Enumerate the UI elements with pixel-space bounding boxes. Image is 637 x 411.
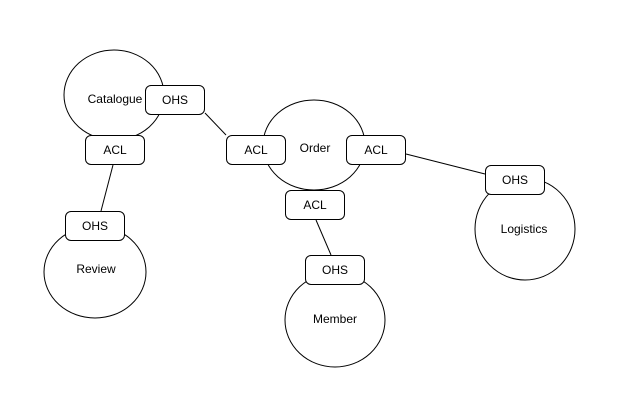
port-label: ACL [244, 143, 268, 157]
connector-catalogueohs-orderacl [204, 112, 227, 136]
port-member-ohs: OHS [305, 255, 365, 285]
port-order-acl-right: ACL [346, 135, 406, 165]
port-label: OHS [161, 93, 188, 107]
connector-orderacl-logisticsohs [405, 153, 486, 175]
port-catalogue-acl: ACL [85, 135, 145, 165]
port-label: OHS [321, 263, 348, 277]
context-label-member: Member [312, 312, 358, 326]
port-catalogue-ohs: OHS [145, 85, 205, 115]
port-label: ACL [103, 143, 127, 157]
port-order-acl-left: ACL [226, 135, 286, 165]
port-order-acl-bottom: ACL [285, 190, 345, 220]
port-label: OHS [501, 173, 528, 187]
context-label-catalogue: Catalogue [87, 92, 143, 106]
context-label-logistics: Logistics [500, 222, 548, 236]
context-label-order: Order [299, 141, 331, 155]
port-label: ACL [364, 143, 388, 157]
port-review-ohs: OHS [65, 211, 125, 241]
connector-orderacl-memberohs [315, 219, 332, 256]
connector-catalogueacl-reviewohs [100, 164, 114, 212]
context-label-review: Review [76, 262, 116, 276]
port-logistics-ohs: OHS [485, 165, 545, 195]
port-label: ACL [303, 198, 327, 212]
port-label: OHS [81, 219, 108, 233]
